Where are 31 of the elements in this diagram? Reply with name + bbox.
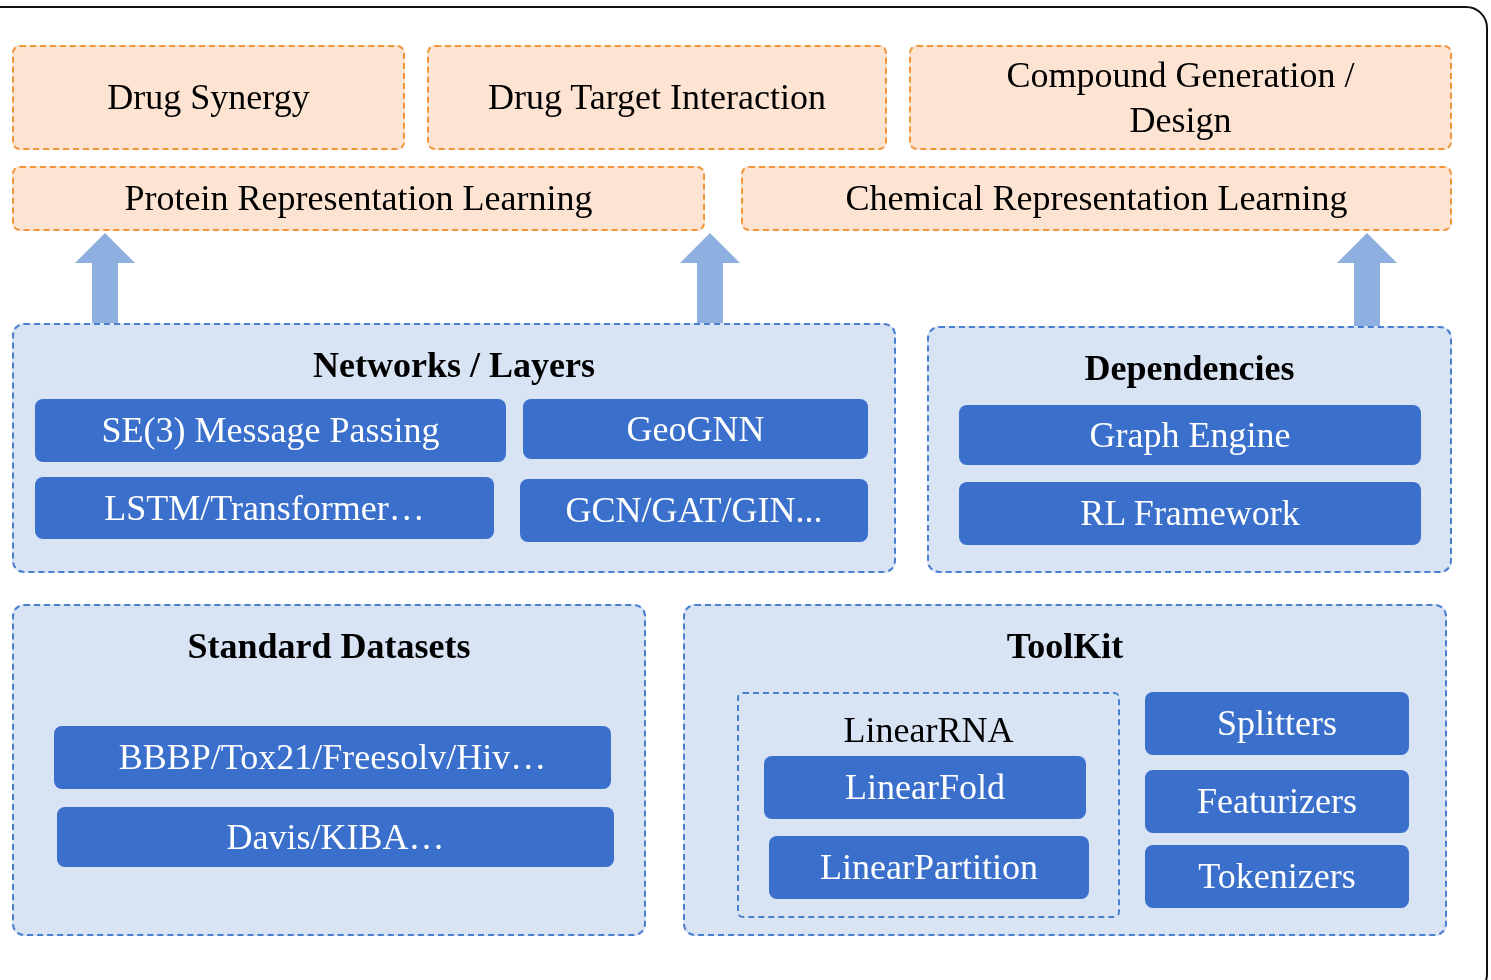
panel-heading: Networks / Layers (312, 344, 596, 387)
module-box: Splitters (1145, 692, 1409, 755)
module-box: RL Framework (959, 482, 1421, 545)
module-box: Davis/KIBA… (57, 807, 614, 867)
task-box: Compound Generation / Design (909, 45, 1452, 150)
task-box: Drug Synergy (12, 45, 405, 150)
task-box: Protein Representation Learning (12, 166, 705, 231)
module-box: SE(3) Message Passing (35, 399, 506, 462)
module-box: LinearPartition (769, 836, 1089, 899)
panel-heading: ToolKit (1005, 625, 1125, 668)
panel-heading: Standard Datasets (186, 625, 472, 668)
module-box: LinearFold (764, 756, 1086, 819)
layer-panel (12, 604, 646, 936)
module-box: GCN/GAT/GIN... (520, 479, 868, 542)
module-box: Graph Engine (959, 405, 1421, 465)
block-arrow (75, 233, 135, 323)
module-box: Tokenizers (1145, 845, 1409, 908)
layer-panel (927, 326, 1452, 573)
module-group (737, 692, 1120, 918)
module-box: LSTM/Transformer… (35, 477, 494, 539)
task-box: Chemical Representation Learning (741, 166, 1452, 231)
panel-heading: Dependencies (1083, 347, 1296, 390)
layer-panel (12, 323, 896, 573)
layer-panel (683, 604, 1447, 936)
panel-heading: LinearRNA (842, 709, 1015, 752)
block-arrow (1337, 233, 1397, 326)
task-box: Drug Target Interaction (427, 45, 887, 150)
block-arrow (680, 233, 740, 323)
module-box: GeoGNN (523, 399, 868, 459)
module-box: Featurizers (1145, 770, 1409, 833)
module-box: BBBP/Tox21/Freesolv/Hiv… (54, 726, 611, 789)
